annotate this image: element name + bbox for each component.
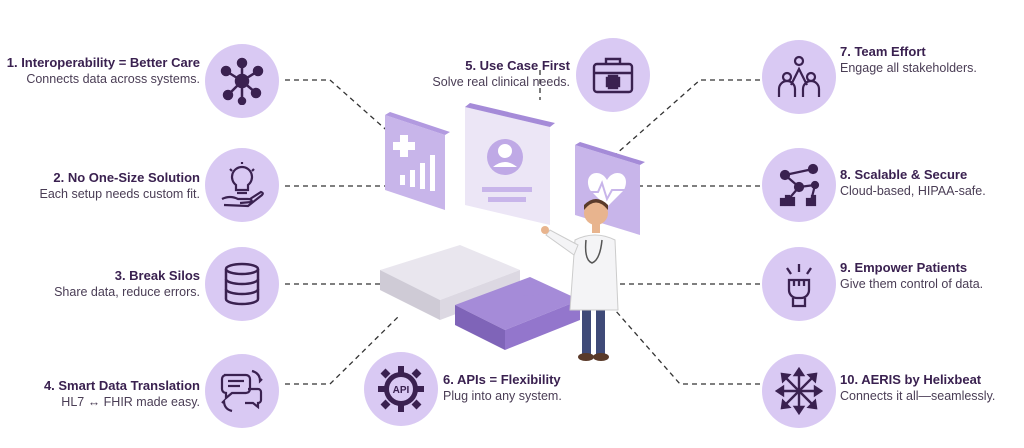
- item-title: 5. Use Case First: [465, 58, 570, 73]
- item-title: 4. Smart Data Translation: [43, 378, 200, 393]
- arrows-outward-icon: [775, 367, 823, 415]
- item-scalable-secure: 8. Scalable & Secure Cloud-based, HIPAA-…: [840, 167, 1020, 199]
- database-icon: [224, 262, 260, 306]
- item-title: 7. Team Effort: [840, 44, 926, 59]
- api-label: API: [393, 385, 410, 396]
- circle-network: [205, 44, 279, 118]
- circle-arrows: [762, 354, 836, 428]
- item-desc: Give them control of data.: [840, 277, 984, 291]
- profile-card-icon: [465, 103, 555, 225]
- item-smart-translation: 4. Smart Data Translation HL7 ↔ FHIR mad…: [5, 378, 200, 410]
- item-desc: Share data, reduce errors.: [54, 285, 200, 299]
- circle-fist: [762, 247, 836, 321]
- network-nodes-icon: [220, 57, 264, 105]
- circle-database: [205, 247, 279, 321]
- medical-kit-icon: [592, 57, 634, 94]
- scalable-network-icon: [779, 163, 820, 207]
- circle-chat: [205, 354, 279, 428]
- item-title: 2. No One-Size Solution: [53, 170, 200, 185]
- item-desc: Engage all stakeholders.: [840, 61, 977, 75]
- central-illustration: [380, 103, 645, 361]
- item-aeris: 10. AERIS by Helixbeat Connects it all—s…: [840, 372, 1020, 404]
- item-break-silos: 3. Break Silos Share data, reduce errors…: [5, 268, 200, 300]
- item-title: 1. Interoperability = Better Care: [6, 55, 200, 70]
- item-title: 9. Empower Patients: [840, 260, 968, 275]
- item-apis: 6. APIs = Flexibility Plug into any syst…: [443, 372, 613, 404]
- circle-api: API: [364, 352, 438, 426]
- doctor-figure-icon: [541, 199, 619, 361]
- item-desc: HL7 ↔ FHIR made easy.: [61, 395, 200, 409]
- circle-medkit: [576, 38, 650, 112]
- puzzle-pieces-icon: [380, 245, 580, 350]
- item-team-effort: 7. Team Effort Engage all stakeholders.: [840, 44, 990, 76]
- circle-scalable: [762, 148, 836, 222]
- item-title: 8. Scalable & Secure: [840, 167, 968, 182]
- item-desc: Connects data across systems.: [26, 72, 200, 86]
- chat-translate-icon: [220, 369, 263, 413]
- raised-fist-icon: [786, 264, 812, 308]
- heart-card-icon: [575, 142, 645, 235]
- item-desc: Cloud-based, HIPAA-safe.: [840, 184, 986, 198]
- item-title: 10. AERIS by Helixbeat: [840, 372, 982, 387]
- item-desc: Solve real clinical needs.: [432, 75, 570, 89]
- item-interoperability: 1. Interoperability = Better Care Connec…: [5, 55, 200, 87]
- api-gear-icon: API: [378, 366, 424, 412]
- item-no-one-size: 2. No One-Size Solution Each setup needs…: [5, 170, 200, 202]
- chart-card-icon: [385, 112, 450, 210]
- item-empower-patients: 9. Empower Patients Give them control of…: [840, 260, 990, 292]
- item-desc: Connects it all—seamlessly.: [840, 389, 996, 403]
- item-desc: Plug into any system.: [443, 389, 562, 403]
- item-title: 6. APIs = Flexibility: [443, 372, 561, 387]
- item-use-case: 5. Use Case First Solve real clinical ne…: [395, 58, 570, 90]
- circle-lightbulb: [205, 148, 279, 222]
- item-title: 3. Break Silos: [114, 268, 200, 283]
- circle-team: [762, 40, 836, 114]
- team-high-five-icon: [777, 55, 821, 97]
- item-desc: Each setup needs custom fit.: [39, 187, 200, 201]
- lightbulb-hand-icon: [221, 162, 264, 208]
